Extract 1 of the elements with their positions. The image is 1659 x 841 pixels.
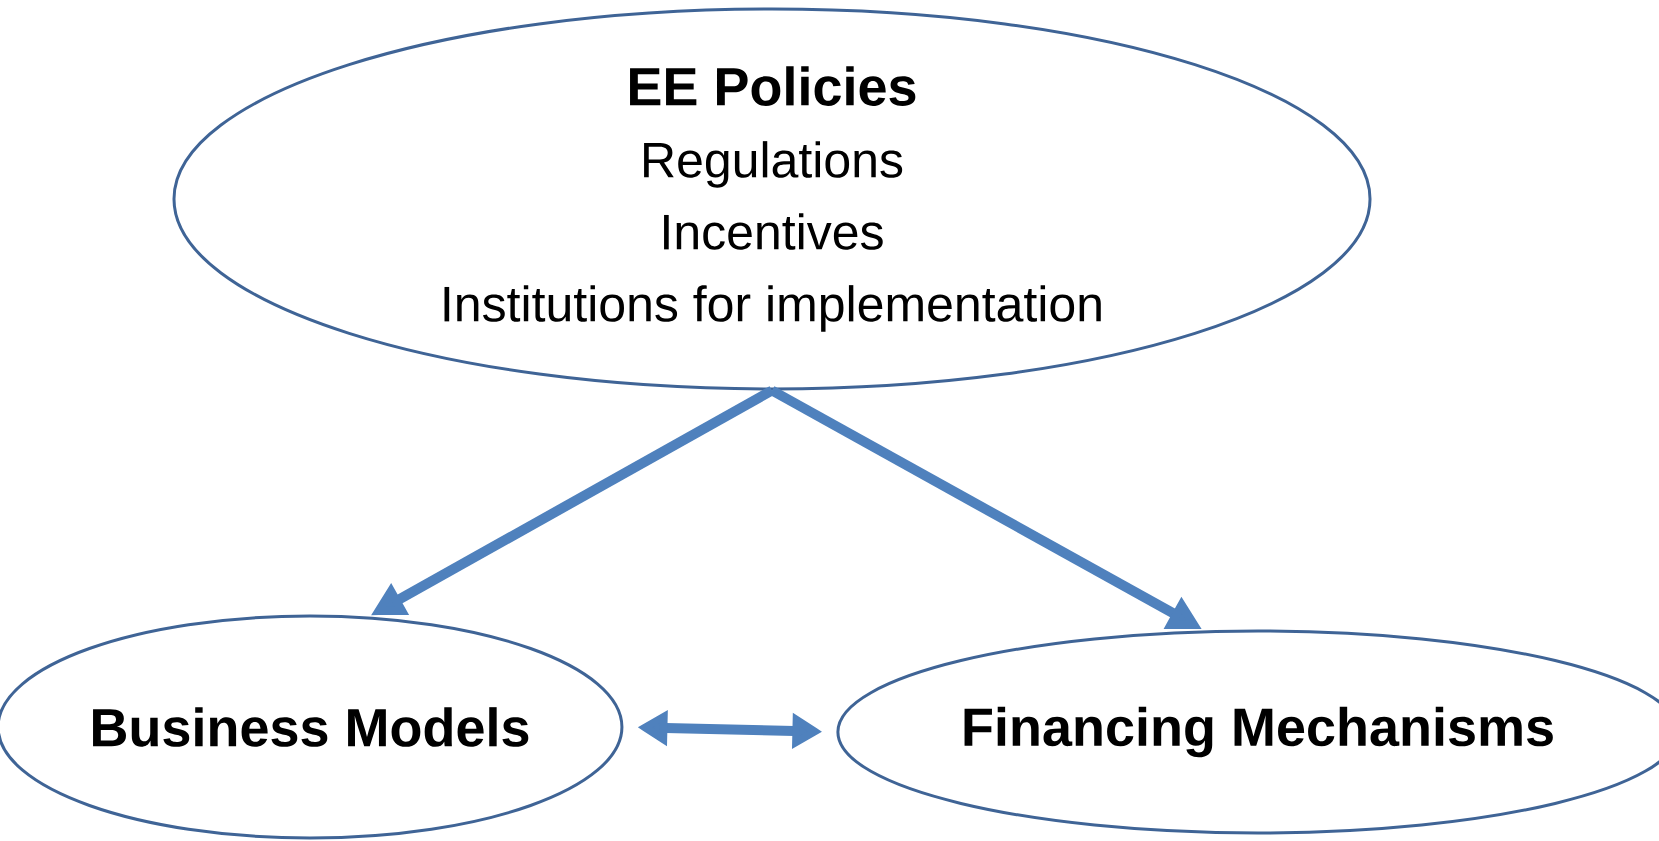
ellipse-node: EE Policies Regulations Incentives Institutions for implementation: [172, 7, 1372, 391]
